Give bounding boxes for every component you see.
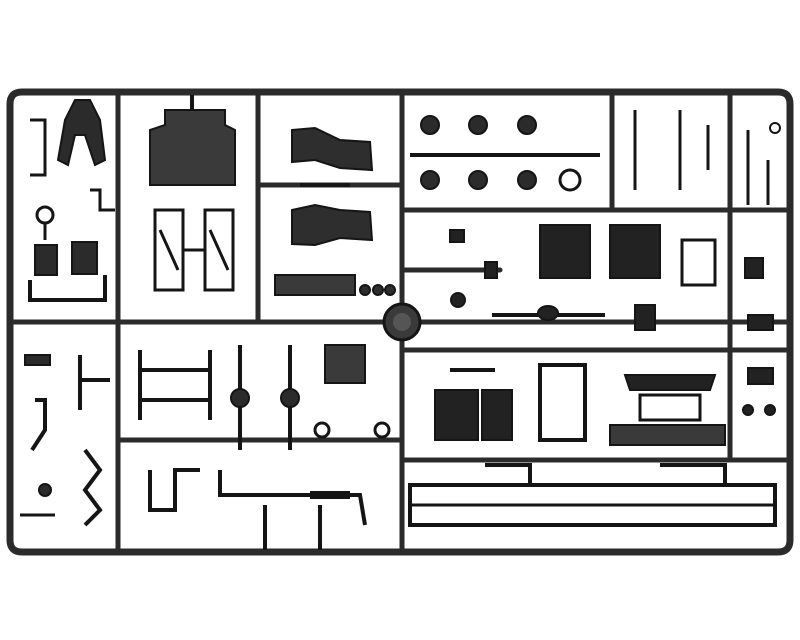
parts-top-right	[410, 110, 781, 205]
parts-top-middle	[149, 95, 236, 292]
parts-middle-right	[449, 224, 774, 331]
sprue-frame	[6, 88, 794, 556]
parts-bottom-right	[408, 363, 777, 527]
parts-top-left	[28, 99, 115, 302]
parts-bottom-middle	[138, 344, 391, 550]
parts-top-center	[274, 126, 396, 296]
center-hub	[382, 302, 422, 342]
parts-bottom-left	[20, 354, 110, 527]
